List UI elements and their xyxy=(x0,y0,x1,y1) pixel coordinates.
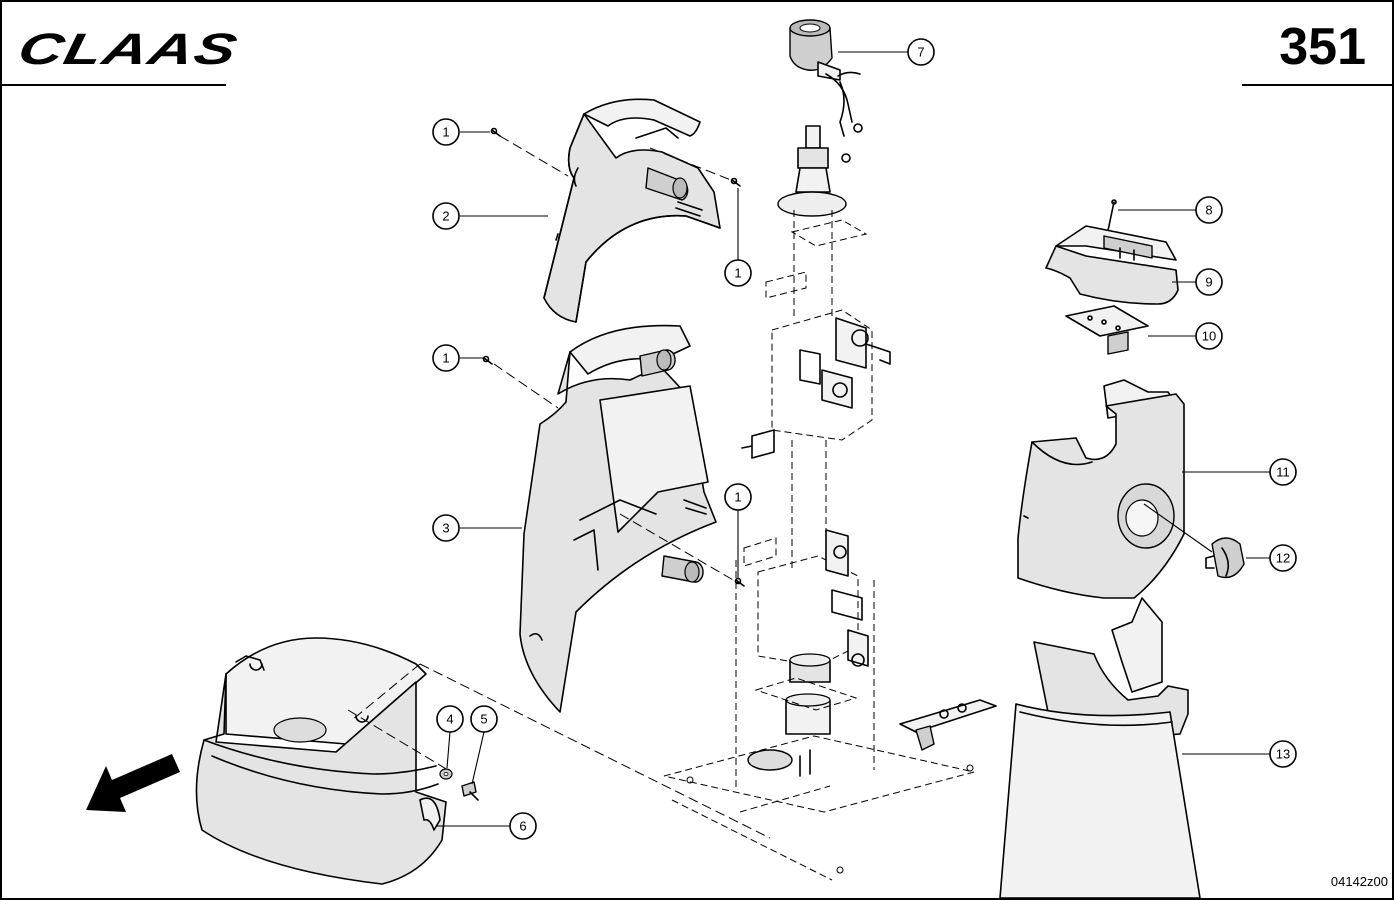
callout-13: 13 xyxy=(1269,740,1297,768)
page-number: 351 xyxy=(1279,18,1366,76)
part-6-console-housing xyxy=(195,637,447,885)
callout-leaders xyxy=(436,51,1270,827)
callout-2: 2 xyxy=(432,202,460,230)
callout-10-label: 10 xyxy=(1202,329,1216,344)
part-9-cover xyxy=(1045,225,1179,305)
part-11-upper-right-cover xyxy=(1017,379,1185,599)
callout-11: 11 xyxy=(1269,458,1297,486)
claas-logo: CLAAS xyxy=(14,25,242,73)
steering-column xyxy=(663,125,997,881)
callout-4: 4 xyxy=(436,705,464,733)
callout-2-label: 2 xyxy=(442,209,449,224)
callout-8-label: 8 xyxy=(1205,203,1212,218)
part-3-lower-cover xyxy=(519,324,717,713)
callout-13-label: 13 xyxy=(1276,747,1290,762)
assembly-lines xyxy=(347,127,771,839)
forward-arrow-icon xyxy=(86,754,180,812)
callout-3-label: 3 xyxy=(442,521,449,536)
callout-4-label: 4 xyxy=(446,712,453,727)
callout-1c: 1 xyxy=(432,344,460,372)
logo-text: CLAAS xyxy=(14,25,242,73)
callout-12-label: 12 xyxy=(1276,551,1290,566)
callout-1a: 1 xyxy=(432,118,460,146)
callout-1d: 1 xyxy=(724,483,752,511)
drawing-code: 04142z00 xyxy=(1331,874,1388,889)
callout-6: 6 xyxy=(509,812,537,840)
callout-9: 9 xyxy=(1195,268,1223,296)
callout-8: 8 xyxy=(1195,196,1223,224)
callout-5-label: 5 xyxy=(480,712,487,727)
callout-10: 10 xyxy=(1195,322,1223,350)
callout-6-label: 6 xyxy=(519,819,526,834)
part-7-switch xyxy=(789,19,863,163)
callout-11-label: 11 xyxy=(1276,465,1290,480)
callout-1a-label: 1 xyxy=(442,125,449,140)
callout-1b: 1 xyxy=(724,259,752,287)
callout-12: 12 xyxy=(1269,544,1297,572)
callout-5: 5 xyxy=(470,705,498,733)
part-10-plate xyxy=(1065,305,1149,355)
part-5-bolt xyxy=(461,781,479,801)
callout-9-label: 9 xyxy=(1205,275,1212,290)
callout-1b-label: 1 xyxy=(734,266,741,281)
callout-7-label: 7 xyxy=(917,45,924,60)
callout-1c-label: 1 xyxy=(442,351,449,366)
callout-3: 3 xyxy=(432,514,460,542)
part-12-knob xyxy=(1205,537,1245,579)
part-4-washer xyxy=(439,768,453,780)
callout-7: 7 xyxy=(907,38,935,66)
callout-1d-label: 1 xyxy=(734,490,741,505)
part-2-upper-cover xyxy=(543,98,721,323)
part-13-lower-right-cover xyxy=(999,597,1201,899)
